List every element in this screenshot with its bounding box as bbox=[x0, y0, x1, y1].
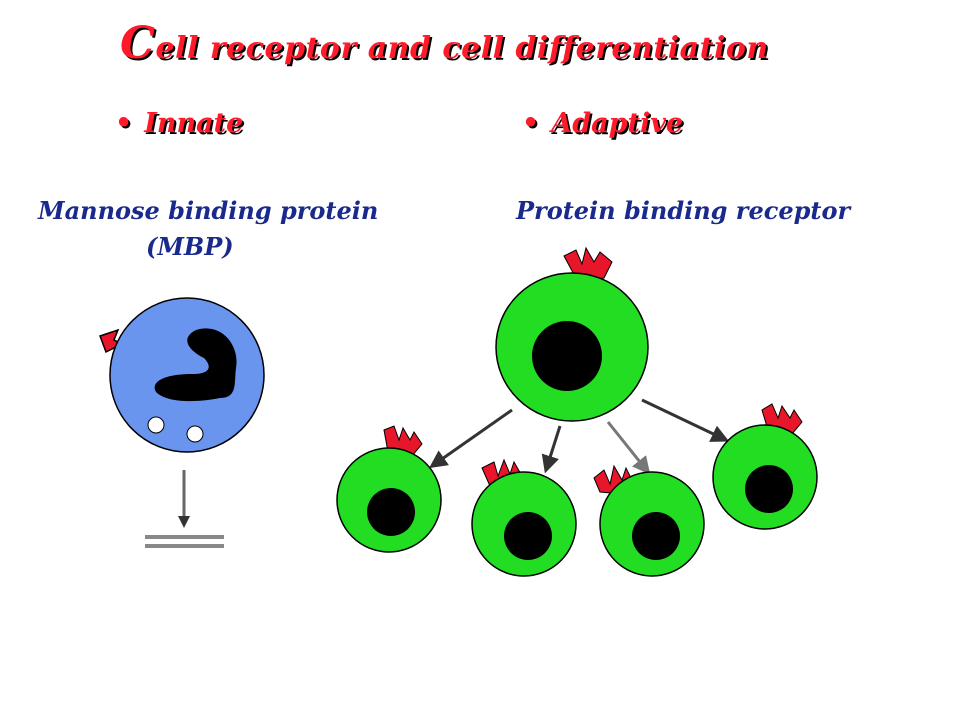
daughter-nucleus-icon bbox=[745, 465, 793, 513]
mbp-label-line1: Mannose binding protein bbox=[38, 196, 379, 225]
adaptive-parent-cell bbox=[495, 246, 649, 422]
daughter-cell-4 bbox=[712, 403, 818, 530]
daughter-nucleus-icon bbox=[632, 512, 680, 560]
protein-receptor-label: Protein binding receptor bbox=[516, 196, 851, 225]
slide-title-initial: C bbox=[120, 18, 156, 69]
innate-cell bbox=[99, 297, 265, 453]
bullet-innate-label: Innate bbox=[144, 108, 244, 139]
bullet-dot-icon: • bbox=[522, 108, 540, 139]
bullet-innate: • Innate bbox=[115, 108, 243, 139]
daughter-cell-2 bbox=[471, 458, 577, 577]
daughter-nucleus-icon bbox=[504, 512, 552, 560]
mbp-label-line2: (MBP) bbox=[146, 232, 234, 261]
granule-icon bbox=[186, 425, 204, 443]
bullet-dot-icon: • bbox=[115, 108, 133, 139]
granule-icon bbox=[147, 416, 165, 434]
daughter-cell-1 bbox=[336, 425, 442, 553]
parent-nucleus-icon bbox=[532, 321, 602, 391]
daughter-nucleus-icon bbox=[367, 488, 415, 536]
daughter-cell-3 bbox=[593, 464, 705, 577]
innate-nucleus-icon bbox=[154, 328, 237, 402]
differentiation-arrows bbox=[429, 398, 730, 475]
bullet-adaptive-label: Adaptive bbox=[551, 108, 684, 139]
slide-title-rest: ell receptor and cell differentiation bbox=[155, 31, 769, 66]
bullet-adaptive: • Adaptive bbox=[522, 108, 683, 139]
slide-title: Cell receptor and cell differentiation bbox=[120, 18, 769, 69]
innate-arrow bbox=[145, 470, 224, 548]
